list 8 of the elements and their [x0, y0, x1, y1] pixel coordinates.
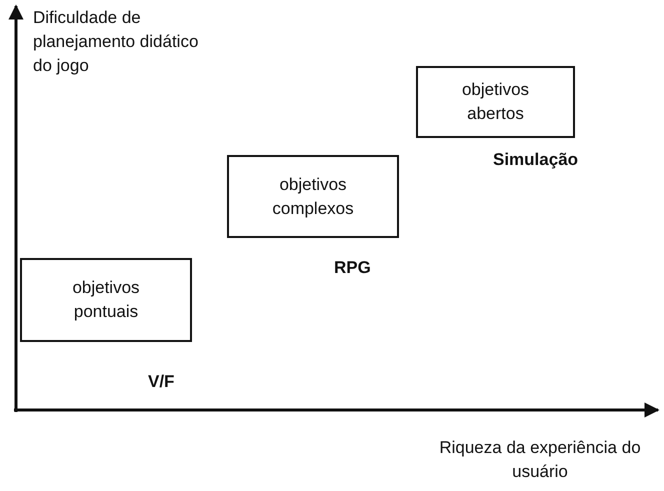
category-box: objetivos pontuais	[20, 258, 192, 342]
category-box: objetivos abertos	[416, 66, 575, 138]
game-type-label: RPG	[334, 258, 371, 278]
game-type-label: Simulação	[493, 150, 578, 170]
game-type-label: V/F	[148, 372, 174, 392]
category-box: objetivos complexos	[227, 155, 399, 238]
y-axis-label: Dificuldade de planejamento didático do jogo	[33, 7, 200, 77]
x-axis-label: Riqueza da experiência do usuário	[438, 437, 642, 483]
